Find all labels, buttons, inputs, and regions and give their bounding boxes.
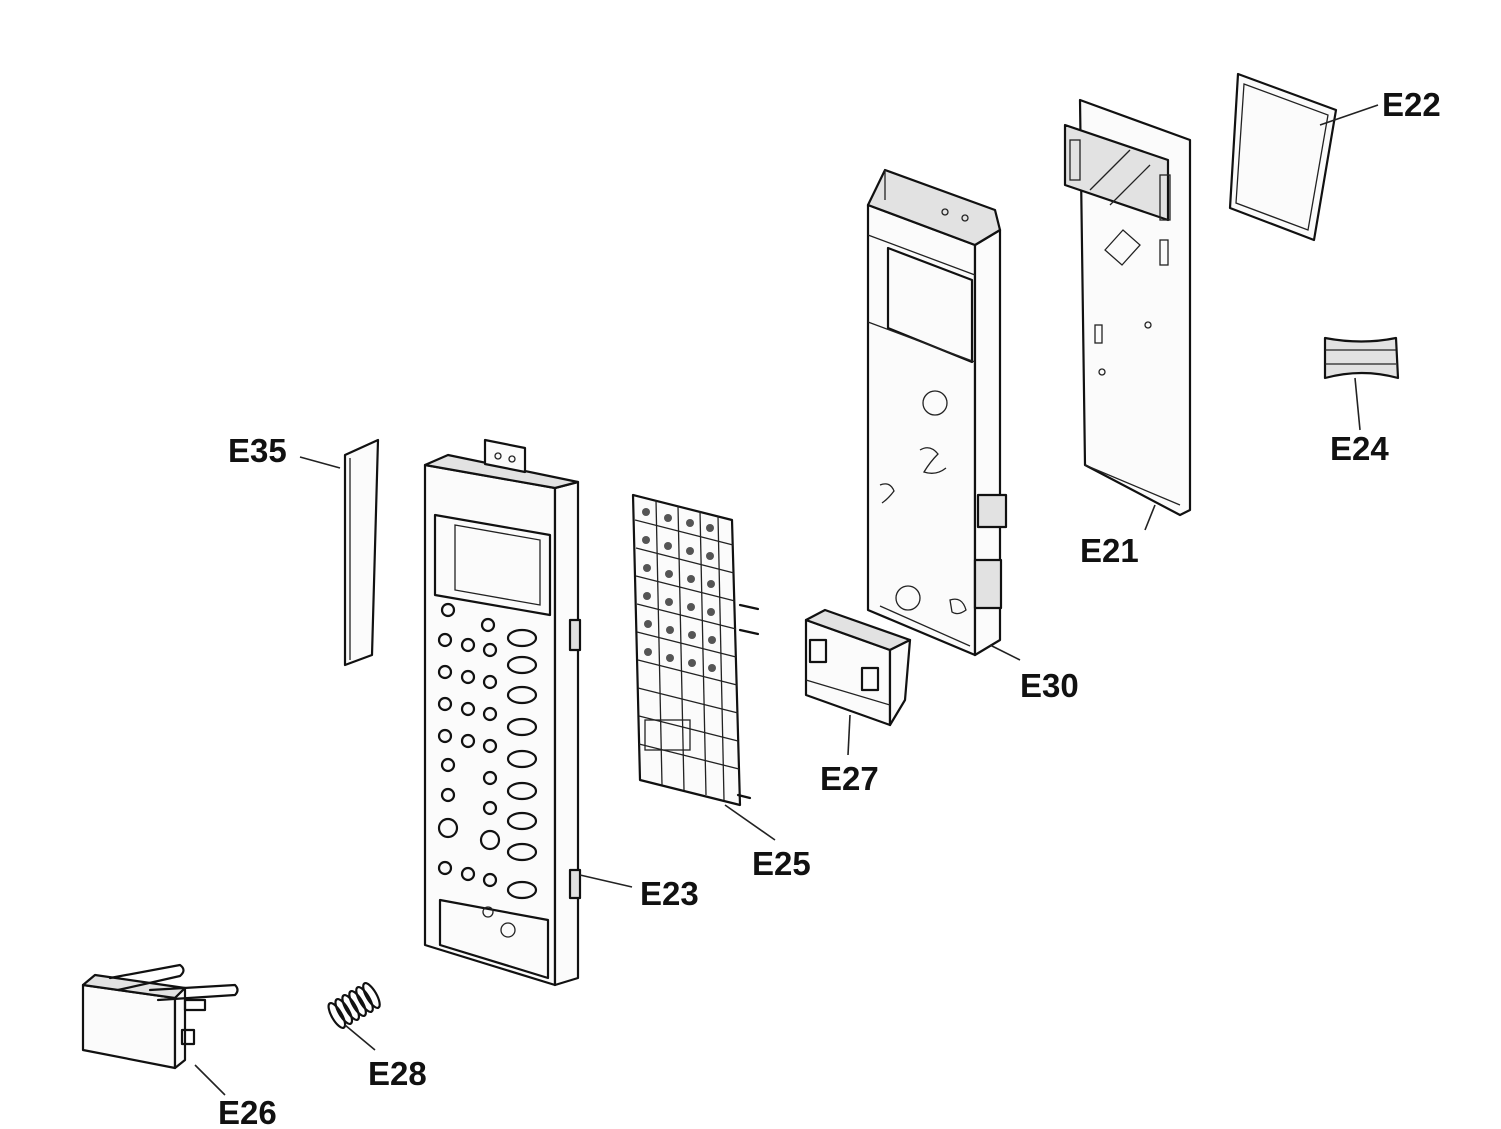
part-e28-spring <box>327 982 381 1029</box>
part-e21-circuit-board <box>1063 98 1192 517</box>
label-e28: E28 <box>368 1055 427 1092</box>
part-e27-bracket <box>804 608 912 727</box>
label-e27: E27 <box>820 760 879 797</box>
part-e24-connector <box>1323 336 1400 380</box>
part-labels: E22 E21 E24 E30 E35 E23 E25 E27 E28 E26 <box>218 86 1441 1129</box>
part-e30-panel-frame <box>866 168 1008 657</box>
part-e22-sheet <box>1228 72 1338 242</box>
label-e24: E24 <box>1330 430 1389 467</box>
label-e23: E23 <box>640 875 699 912</box>
label-e22: E22 <box>1382 86 1441 123</box>
label-e21: E21 <box>1080 532 1139 569</box>
part-e35-window-strip <box>343 438 380 667</box>
label-e26: E26 <box>218 1094 277 1129</box>
panel-buttons <box>437 602 538 900</box>
part-e26-latch-block <box>81 963 239 1070</box>
part-e25-keypad-circuit <box>631 493 760 807</box>
label-e35: E35 <box>228 432 287 469</box>
leader-lines <box>194 104 1379 1096</box>
label-e25: E25 <box>752 845 811 882</box>
part-e23-front-panel <box>423 438 582 987</box>
label-e30: E30 <box>1020 667 1079 704</box>
